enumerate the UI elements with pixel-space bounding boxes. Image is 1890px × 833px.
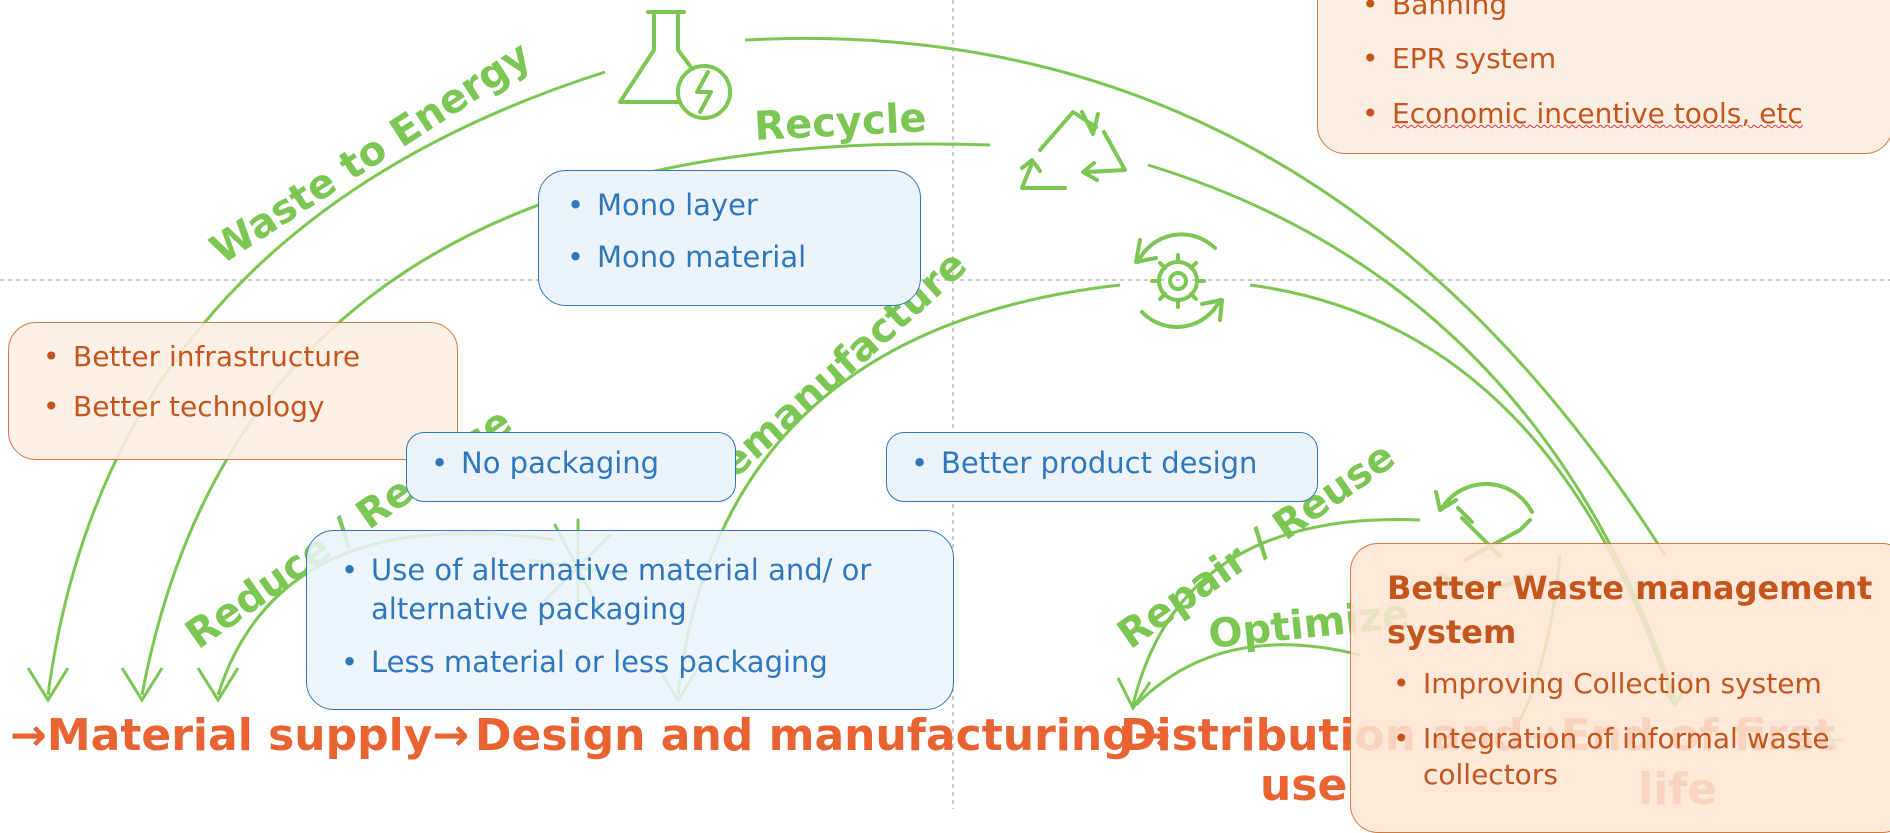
list-item: Less material or less packaging bbox=[335, 644, 933, 682]
list-item: Economic incentive tools, etc bbox=[1356, 96, 1866, 133]
waste-management-box: Better Waste management system Improving… bbox=[1350, 543, 1890, 833]
infrastructure-box: Better infrastructure Better technology bbox=[8, 322, 458, 460]
mono-box: Mono layer Mono material bbox=[538, 170, 921, 306]
product-design-box: Better product design bbox=[886, 432, 1318, 502]
no-packaging-box: No packaging bbox=[406, 432, 736, 502]
list-item: No packaging bbox=[425, 445, 717, 483]
gear-icon bbox=[1134, 232, 1224, 329]
alternatives-list: Use of alternative material and/ or alte… bbox=[335, 551, 933, 682]
mono-list: Mono layer Mono material bbox=[561, 187, 902, 276]
list-item: EPR system bbox=[1356, 41, 1866, 78]
list-item: Integration of informal waste collectors bbox=[1387, 721, 1890, 794]
recycle-icon bbox=[1020, 110, 1127, 190]
list-item: Use of alternative material and/ or alte… bbox=[335, 551, 933, 630]
alternatives-box: Use of alternative material and/ or alte… bbox=[306, 530, 954, 710]
waste-to-energy-return-arc bbox=[744, 36, 1667, 556]
list-item: Banning bbox=[1356, 0, 1866, 24]
repair-reuse-arc bbox=[1131, 518, 1421, 706]
list-item-text: Banning bbox=[1392, 0, 1508, 21]
list-item: Mono material bbox=[561, 239, 902, 277]
list-item: Improving Collection system bbox=[1387, 666, 1890, 703]
list-item-text: EPR system bbox=[1392, 42, 1557, 76]
no-packaging-list: No packaging bbox=[425, 445, 717, 483]
arrowhead bbox=[26, 667, 70, 703]
policy-list: Banning EPR system Economic incentive to… bbox=[1356, 0, 1866, 133]
list-item-text: Economic incentive tools, etc bbox=[1392, 96, 1803, 130]
list-item: Mono layer bbox=[561, 187, 902, 225]
list-item: Better infrastructure bbox=[37, 339, 439, 376]
list-item: Better technology bbox=[37, 389, 439, 426]
optimize-arc bbox=[1134, 643, 1361, 707]
waste-management-list: Improving Collection system Integration … bbox=[1387, 666, 1890, 793]
stage-use: use bbox=[1260, 760, 1347, 809]
waste-management-title: Better Waste management system bbox=[1387, 569, 1873, 652]
policy-box: Banning EPR system Economic incentive to… bbox=[1317, 0, 1890, 154]
waste-to-energy-label: Waste to Energy bbox=[202, 32, 539, 273]
stage-design-manufacturing: Design and manufacturing→ bbox=[475, 710, 1171, 761]
recycle-label: Recycle bbox=[753, 95, 927, 150]
list-item: Better product design bbox=[905, 445, 1299, 483]
recycle-arc bbox=[140, 142, 991, 696]
product-design-list: Better product design bbox=[905, 445, 1299, 483]
stage-material-supply: →Material supply→ bbox=[10, 710, 469, 761]
waste-to-energy-arc bbox=[46, 70, 606, 696]
arrowhead bbox=[1116, 677, 1152, 712]
arrowhead bbox=[120, 667, 164, 703]
arrowhead bbox=[196, 667, 240, 703]
infrastructure-list: Better infrastructure Better technology bbox=[37, 339, 439, 426]
flask-energy-icon bbox=[618, 10, 732, 120]
